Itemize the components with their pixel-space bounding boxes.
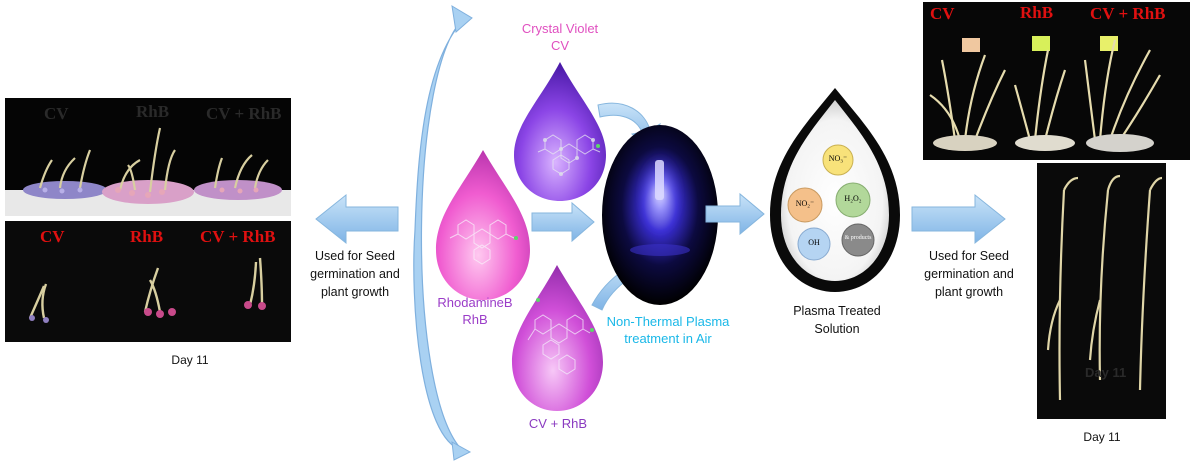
left-bottom-label-rhb: RhB [130, 227, 164, 246]
treated-label-line-2: Solution [814, 322, 860, 336]
species-no2-label: NO₂⁻ [795, 199, 815, 208]
left-top-pad-cv [23, 181, 107, 199]
rhb-label: RhodamineB RhB [420, 294, 530, 328]
left-use-line-2: germination and [310, 267, 400, 281]
left-bottom-seeds [144, 301, 266, 318]
rhb-drop [436, 150, 530, 300]
plasma-label-line-2: treatment in Air [624, 331, 712, 346]
right-arrow [911, 193, 1006, 245]
species-h2o2-label: H₂O₂ [844, 194, 862, 203]
cv-label-line-1: Crystal Violet [521, 21, 599, 36]
left-top-seeds [115, 187, 259, 198]
plasma-liquid-surface [630, 244, 690, 256]
mix-molecule-n-atom-2 [536, 298, 540, 302]
rhb-label-line-1: RhodamineB [437, 295, 513, 310]
right-top-label-mix: CV + RhB [1090, 4, 1166, 23]
plasma-label: Non-Thermal Plasma treatment in Air [598, 313, 738, 347]
plasma-to-solution-arrow [705, 192, 765, 236]
left-arrow [315, 193, 399, 245]
right-top-pad-rhb [1015, 135, 1075, 151]
left-use-line-3: plant growth [320, 285, 390, 299]
species-other-label: & products [844, 235, 872, 241]
species-oh-label: OH [808, 238, 820, 247]
treated-label-line-1: Plasma Treated [793, 304, 881, 318]
rhb-molecule [449, 219, 515, 265]
right-top-label-cv: CV [930, 4, 955, 23]
left-bottom-seeds-cv [29, 315, 49, 323]
right-top-tag-rhb [1032, 36, 1050, 51]
cv-label-line-2: CV [550, 38, 570, 53]
left-bottom-label-cv: CV [40, 227, 65, 246]
right-use-line-1: Used for Seed [929, 249, 1009, 263]
right-bottom-inner-label: Day 11 [1085, 365, 1127, 380]
rhb-label-line-2: RhB [462, 312, 488, 327]
species-no3-label: NO₃⁻ [828, 154, 848, 163]
right-use-line-3: plant growth [934, 285, 1004, 299]
mix-label: CV + RhB [528, 416, 588, 431]
cv-molecule-n-atom [596, 144, 600, 148]
treated-label: Plasma Treated Solution [782, 302, 892, 338]
left-bottom-label-mix: CV + RhB [200, 227, 276, 246]
left-bottom-photo-panel [5, 221, 291, 342]
bracket-top-tip [451, 5, 473, 33]
bracket-bottom-tip [451, 441, 472, 461]
rhb-to-plasma-arrow [531, 201, 595, 243]
cv-label: Crystal Violet CV [500, 20, 620, 54]
cv-molecule-atoms [543, 138, 595, 176]
species-h2o2-bubble [835, 182, 871, 218]
right-day-caption: Day 11 [1083, 430, 1121, 444]
right-top-pad-mix [1086, 134, 1154, 152]
right-top-pad-cv [933, 135, 997, 151]
species-no3-bubble [822, 144, 854, 176]
cv-drop [514, 62, 606, 201]
left-day-caption: Day 11 [171, 353, 209, 367]
species-oh-bubble [797, 227, 831, 261]
species-other-bubble [841, 223, 875, 257]
left-bottom-seedlings [28, 257, 264, 319]
left-top-label-mix: CV + RhB [206, 104, 282, 123]
plasma-electrode [655, 160, 664, 200]
left-top-label-cv: CV [44, 104, 69, 123]
right-top-seedlings [929, 39, 1161, 141]
right-top-tag-cv [962, 38, 980, 52]
right-top-label-rhb: RhB [1020, 3, 1054, 22]
mix-drop [512, 265, 603, 411]
left-top-label-rhb: RhB [136, 102, 170, 121]
left-bracket [413, 17, 466, 452]
left-top-seeds-cv [42, 187, 83, 194]
mix-molecule [527, 314, 591, 375]
right-top-photo-panel [923, 2, 1190, 160]
right-use-line-2: germination and [924, 267, 1014, 281]
plasma-label-line-1: Non-Thermal Plasma [606, 314, 730, 329]
right-top-tag-mix [1100, 36, 1118, 51]
rhb-molecule-n-atom [514, 236, 518, 240]
left-use-text: Used for Seed germination and plant grow… [296, 247, 414, 301]
right-use-text: Used for Seed germination and plant grow… [910, 247, 1028, 301]
left-use-line-1: Used for Seed [315, 249, 395, 263]
mix-molecule-n-atom [590, 328, 594, 332]
right-bottom-seedlings [1046, 174, 1163, 401]
left-top-seedlings [38, 127, 269, 193]
species-no2-bubble [787, 187, 823, 223]
